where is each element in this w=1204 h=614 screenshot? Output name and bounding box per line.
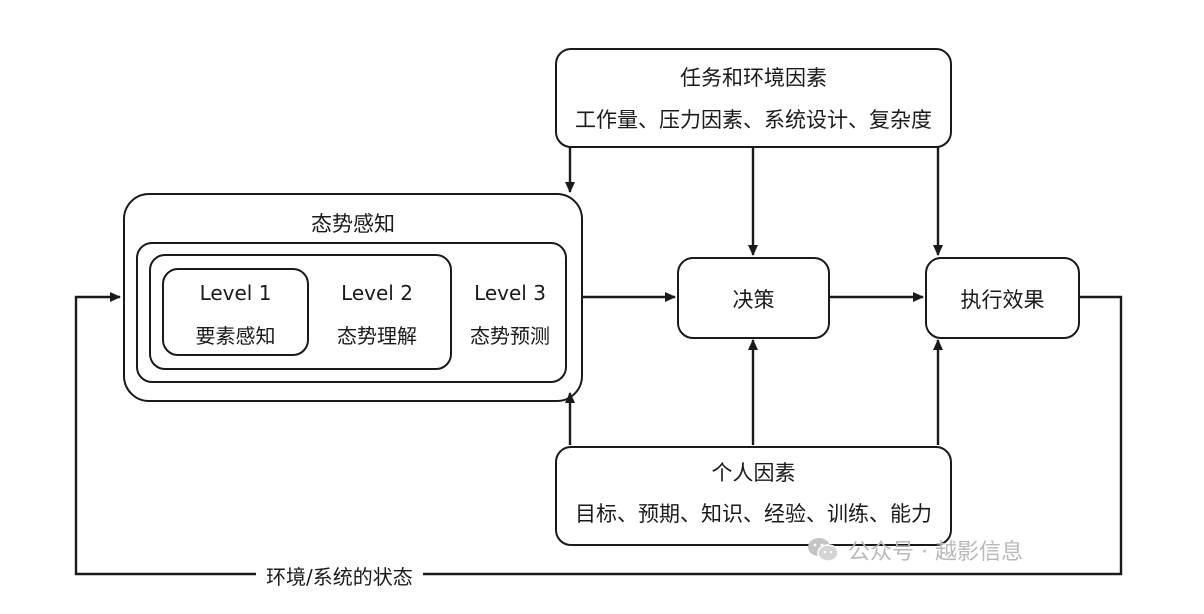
level1-sub: 要素感知 xyxy=(195,324,276,348)
situation-awareness-title: 态势感知 xyxy=(311,212,395,236)
level2-box xyxy=(149,254,452,370)
feedback-loop xyxy=(74,292,1123,576)
individual-factors-items: 目标、预期、知识、经验、训练、能力 xyxy=(575,502,932,526)
feedback-label: 环境/系统的状态 xyxy=(256,561,423,590)
task-environment-box xyxy=(555,48,952,148)
level3-box xyxy=(136,242,567,383)
performance-label: 执行效果 xyxy=(960,288,1045,312)
watermark-text: 公众号 · 越影信息 xyxy=(848,540,1023,565)
level2-label: Level 2 xyxy=(341,281,413,305)
level2-sub: 态势理解 xyxy=(337,324,417,348)
level3-sub: 态势预测 xyxy=(470,324,550,348)
wechat-icon xyxy=(808,538,839,562)
task-environment-title: 任务和环境因素 xyxy=(680,66,827,90)
level1-box xyxy=(162,268,309,356)
individual-factors-box xyxy=(555,446,952,546)
level1-label: Level 1 xyxy=(199,281,272,305)
level3-label: Level 3 xyxy=(474,281,546,305)
performance-box xyxy=(925,257,1080,339)
individual-factors-title: 个人因素 xyxy=(711,461,796,485)
task-environment-items: 工作量、压力因素、系统设计、复杂度 xyxy=(575,108,932,132)
situation-awareness-box xyxy=(123,193,583,402)
decision-box xyxy=(677,257,830,339)
watermark: 公众号 · 越影信息 xyxy=(806,534,1023,566)
decision-label: 决策 xyxy=(732,288,775,312)
